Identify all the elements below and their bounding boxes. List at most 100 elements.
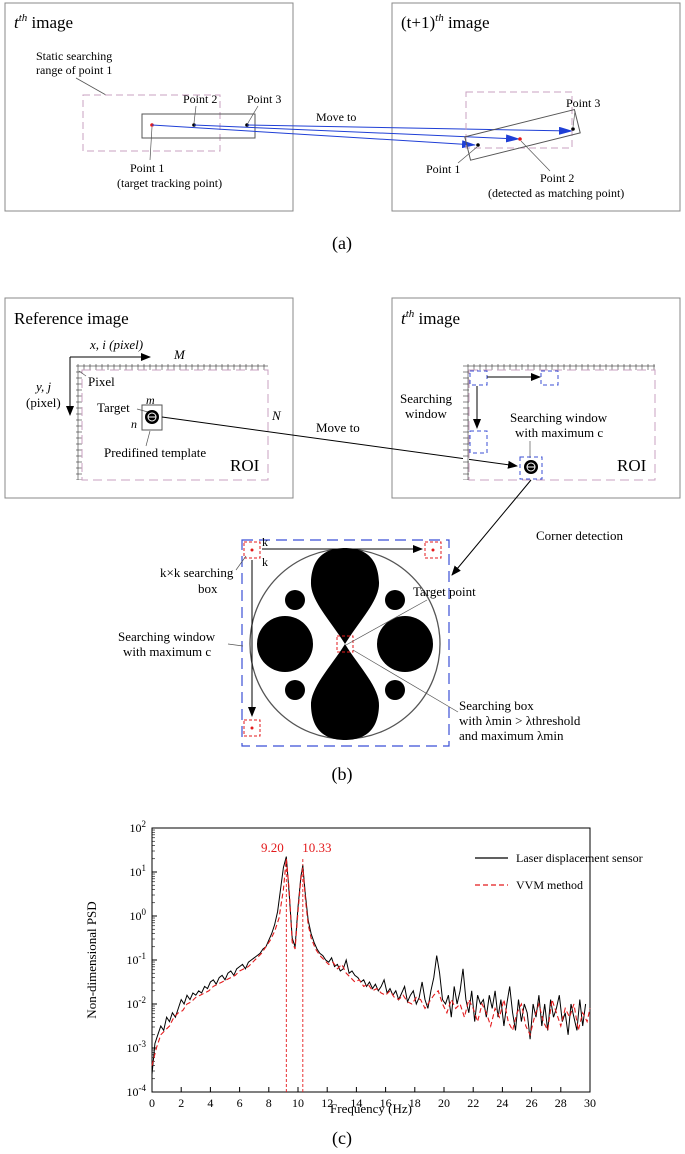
k-top-label: k — [262, 535, 268, 549]
x-tick-label: 24 — [496, 1096, 508, 1110]
target-search-box — [336, 635, 354, 653]
y-tick-label: 10-3 — [127, 1039, 147, 1055]
kxk-box-end-y — [243, 719, 261, 737]
series-group — [151, 856, 591, 1075]
searching-window-label: Searching — [400, 391, 452, 406]
x-tick-label: 4 — [207, 1096, 213, 1110]
panel-a-right-frame — [391, 2, 681, 212]
target-pattern — [257, 548, 433, 740]
target-icon-small — [145, 410, 159, 424]
reference-image-title: Reference image — [14, 309, 129, 328]
move-to-label-a: Move to — [316, 110, 356, 124]
y-axis-unit: (pixel) — [26, 395, 61, 410]
search-window-end-y — [469, 430, 488, 454]
static-search-range — [82, 94, 221, 152]
legend-label: VVM method — [516, 878, 583, 892]
y-tick-label: 10-2 — [127, 995, 147, 1011]
x-axis-title: Frequency (Hz) — [330, 1101, 412, 1116]
panel-a-left-frame — [4, 2, 294, 212]
x-tick-label: 22 — [467, 1096, 479, 1110]
target-label: Target — [97, 400, 130, 415]
m-label-lower: m — [146, 393, 155, 407]
search-box-label-2: with λmin > λthreshold — [459, 713, 581, 728]
x-tick-label: 30 — [584, 1096, 596, 1110]
r-point-3-marker — [571, 127, 575, 131]
caption-a: (a) — [332, 233, 352, 254]
panel-b: Reference image tth image x, i (pixel) M… — [4, 297, 681, 785]
n-label-lower: n — [131, 417, 137, 431]
pixel-label: Pixel — [88, 374, 115, 389]
kxk-box-start — [243, 541, 261, 559]
series-line-2 — [151, 858, 591, 1066]
r-point-3-label: Point 3 — [566, 96, 600, 110]
panel-b-right-frame — [391, 297, 681, 499]
roi-left-box — [81, 369, 269, 481]
x-tick-label: 10 — [292, 1096, 304, 1110]
roi-left-label: ROI — [230, 456, 260, 475]
corner-detection-arrow — [451, 479, 532, 576]
y-pixel-ruler — [76, 370, 82, 480]
point-3-label: Point 3 — [247, 92, 281, 106]
y-axis-title: Non-dimensional PSD — [84, 901, 99, 1018]
legend-label: Laser displacement sensor — [516, 851, 643, 865]
x-pixel-ruler — [76, 364, 268, 370]
caption-b: (b) — [332, 764, 353, 785]
x-tick-label: 20 — [438, 1096, 450, 1110]
y-tick-label: 10-1 — [127, 951, 147, 967]
x-pixel-ruler-right — [463, 364, 655, 370]
search-window-max — [519, 456, 543, 480]
x-tick-label: 12 — [321, 1096, 333, 1110]
point-1-sub-label: (target tracking point) — [117, 176, 222, 190]
kxk-box-end-x — [424, 541, 442, 559]
target-point-label: Target point — [413, 584, 476, 599]
r-point-2-label: Point 2 — [540, 171, 574, 185]
kxk-label: k×k searching — [160, 565, 234, 580]
r-point-2-marker — [518, 137, 522, 141]
zoom-search-window — [241, 539, 450, 747]
panel-a: tth image (t+1)th image Static searching… — [4, 2, 681, 254]
x-axis-label: x, i (pixel) — [89, 337, 143, 352]
x-tick-label: 28 — [555, 1096, 567, 1110]
roi-right-label: ROI — [617, 456, 647, 475]
sw2-label: Searching window — [118, 629, 216, 644]
static-range-label: Static searching — [36, 49, 112, 63]
x-tick-label: 6 — [237, 1096, 243, 1110]
kxk-label-2: box — [198, 581, 218, 596]
track-arrow-1 — [151, 124, 476, 149]
sw-max-label-2: with maximum c — [515, 425, 603, 440]
r-point-1-marker — [476, 143, 480, 147]
r-point-2-sub-label: (detected as matching point) — [488, 186, 624, 200]
point-1-label: Point 1 — [130, 161, 164, 175]
caption-c: (c) — [332, 1128, 352, 1149]
r-point-1-label: Point 1 — [426, 162, 460, 176]
y-tick-label: 10-4 — [127, 1083, 147, 1099]
k-side-label: k — [262, 555, 268, 569]
chart-plot-area — [151, 827, 591, 1093]
predefined-template-label: Predifined template — [104, 445, 206, 460]
x-tick-label: 16 — [380, 1096, 392, 1110]
search-box-label: Searching box — [459, 698, 534, 713]
corner-detection-label: Corner detection — [536, 528, 623, 543]
search-box-label-3: and maximum λmin — [459, 728, 564, 743]
panel-a-left-title: tth image — [14, 12, 73, 32]
series-line-1 — [151, 856, 587, 1075]
m-label-upper: M — [173, 347, 186, 362]
y-pixel-ruler-right — [463, 370, 469, 480]
point-2-label: Point 2 — [183, 92, 217, 106]
move-to-label-b: Move to — [316, 420, 360, 435]
x-tick-label: 8 — [266, 1096, 272, 1110]
track-arrow-3 — [246, 124, 573, 135]
searching-window-label-2: window — [405, 406, 448, 421]
point-template-box — [141, 113, 256, 139]
x-tick-label: 0 — [149, 1096, 155, 1110]
n-label-upper: N — [271, 408, 282, 423]
panel-b-left-frame — [4, 297, 294, 499]
y-tick-label: 101 — [130, 863, 147, 879]
panel-b-right-title: tth image — [401, 308, 460, 328]
rotated-template-box — [464, 108, 581, 161]
y-axis-label: y, j — [34, 379, 52, 394]
